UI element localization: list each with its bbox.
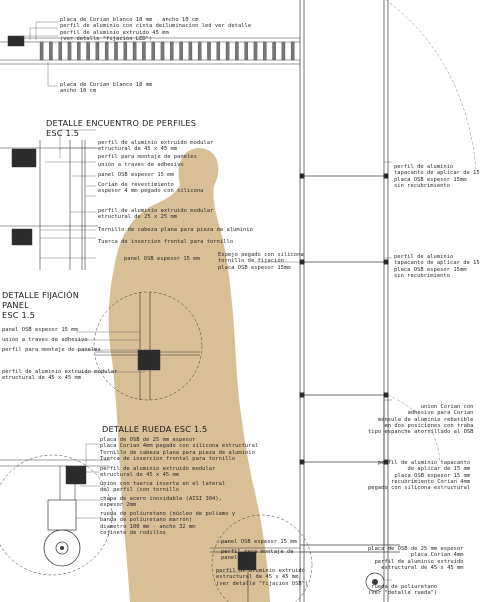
- label-fij-perfil-montaje: perfil para montaje de paneles: [2, 347, 101, 353]
- label-enc-perfil-45: perfil de aluminio extruido modular etru…: [98, 140, 214, 153]
- profile-slat: [39, 41, 44, 61]
- profile-slat: [216, 41, 221, 61]
- shelf-bolt: [383, 173, 389, 179]
- detail-circle-bottom: [211, 514, 313, 602]
- shelf-bolt: [383, 459, 389, 465]
- profile-slat: [142, 41, 146, 61]
- shelf-bolt: [299, 459, 305, 465]
- profile-slat: [67, 41, 72, 61]
- title-detalle-rueda: DETALLE RUEDA ESC 1.5: [102, 424, 208, 434]
- profile-slat: [86, 41, 90, 61]
- label-enc-perfil-25: perfil de aluminio extruido modular etru…: [98, 208, 214, 221]
- label-right-base: placa de OSB de 25 mm espesor placa Cori…: [368, 546, 464, 571]
- wheel-hub-small: [372, 579, 378, 585]
- label-enc-osb-2: panel OSB espesor 15 mm: [124, 256, 200, 262]
- detail-circle-fijacion: [93, 291, 203, 401]
- label-bot-perfil-montaje: perfil para montaje de paneles: [221, 549, 294, 562]
- profile-slat: [95, 41, 100, 61]
- wheel-bracket: [47, 499, 77, 531]
- title-detalle-fijacion: DETALLE FIJACIÓN PANEL ESC 1.5: [2, 290, 80, 320]
- label-top-corian: placa de Corian blanco 18 mm ancho 10 cm…: [60, 17, 252, 42]
- shelf-fixings: [299, 173, 389, 465]
- label-bot-perfil-45: perfil de aluminio extruido estructural …: [216, 568, 309, 587]
- profile-slat: [58, 41, 62, 61]
- profile-slat: [188, 41, 193, 61]
- human-silhouette-icon: [108, 148, 271, 602]
- profile-slat: [132, 41, 137, 61]
- profile-slats: [39, 41, 295, 61]
- profile-slat: [290, 41, 295, 61]
- label-fij-union: unión a traves de adhesivo: [2, 337, 88, 343]
- label-rue-perfil: perfil de aluminio extruido modular etru…: [100, 466, 216, 479]
- shelf-bolt: [299, 259, 305, 265]
- label-enc-tuerca: Tuerca de insercion frontal para tornill…: [98, 239, 234, 245]
- label-right-tapacanto: perfil de aluminio tapacanto de aplicar …: [368, 460, 471, 492]
- profile-slat: [253, 41, 258, 61]
- profile-slat: [225, 41, 230, 61]
- label-bot-osb: panel OSB espesor 15 mm: [221, 539, 297, 545]
- profile-slat: [114, 41, 118, 61]
- profile-slat: [179, 41, 183, 61]
- profile-bottom-section: [237, 551, 257, 571]
- profile-fijacion-section: [137, 349, 161, 371]
- label-top-corian-below: placa de Corian blanco 18 mm ancho 10 cm: [60, 82, 153, 95]
- label-rue-rueda: rueda de poliuretano (núcleo de poliamo …: [100, 511, 236, 536]
- label-rue-placas: placa de OSB de 25 mm espesor placa Cori…: [100, 437, 259, 462]
- label-fij-osb: panel OSB espesor 15 mm: [2, 327, 78, 333]
- profile-slat: [197, 41, 202, 61]
- label-enc-tornillo: Tornillo de cabeza plana para pieza de a…: [98, 227, 253, 233]
- label-right-rueda: rueda de poliuretano (ver "detalle rueda…: [368, 584, 438, 597]
- label-enc-corian: Corian de revestimiento espesor 4 mm peg…: [98, 182, 204, 195]
- label-right-shelf-2: perfil de aluminio tapacanto de aplicar …: [394, 254, 483, 279]
- shelf-bolt: [383, 392, 389, 398]
- label-rue-union: unión con tuerca inserta en el lateral d…: [100, 481, 226, 494]
- detail-circle-rueda: [0, 454, 113, 576]
- profile-slat: [235, 41, 239, 61]
- label-enc-perfil-montaje: perfil para montaje de paneles: [98, 154, 197, 160]
- profile-slat: [170, 41, 174, 61]
- profile-slat: [77, 41, 81, 61]
- profile-slat: [49, 41, 53, 61]
- profile-45-section: [11, 148, 37, 168]
- profile-slat: [123, 41, 128, 61]
- profile-slat: [160, 41, 165, 61]
- profile-rueda-section: [65, 465, 87, 485]
- profile-slat: [151, 41, 155, 61]
- profile-slat: [104, 41, 109, 61]
- profile-25-section: [11, 228, 33, 246]
- shelf-swing-arc: [387, 394, 441, 463]
- label-right-shelf-1: perfil de aluminio tapacanto de aplicar …: [394, 164, 483, 189]
- label-enc-union: unión a traves de adhesivo: [98, 162, 184, 168]
- label-espejo: Espejo pegado con silicona tornillo de f…: [218, 252, 304, 271]
- wheel-hub-large: [60, 546, 64, 550]
- title-detalle-encuentro: DETALLE ENCUENTRO DE PERFILES ESC 1.5: [46, 118, 197, 138]
- leader-lines: [21, 21, 392, 581]
- shelf-bolt: [299, 173, 305, 179]
- profile-slat: [263, 41, 267, 61]
- profile-slat: [281, 41, 286, 61]
- profile-slat: [207, 41, 211, 61]
- label-rue-chapa: chapa de acero inoxidable (AISI 304), es…: [100, 496, 222, 509]
- shelf-bolt: [299, 392, 305, 398]
- top-profile-section: [7, 35, 25, 47]
- profile-slat: [272, 41, 276, 61]
- profile-slat: [244, 41, 248, 61]
- door-swing-arc: [385, 0, 477, 171]
- label-fij-perfil-45: perfil de aluminio extruido modular etru…: [2, 369, 118, 382]
- shelf-bolt: [383, 259, 389, 265]
- label-enc-osb: panel OSB espesor 15 mm: [98, 172, 174, 178]
- wheel-bearing: [55, 541, 69, 555]
- label-right-mensula: union Corian con adhesivo para Corian mé…: [368, 404, 474, 436]
